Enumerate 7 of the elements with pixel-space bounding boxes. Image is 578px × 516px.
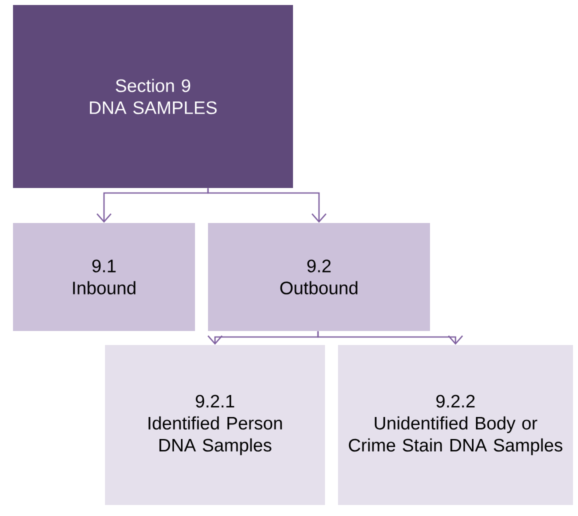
connector-arrow [317,331,463,345]
section-box: Section 9 DNA SAMPLES [13,5,293,188]
subsection-box: 9.1 Inbound [13,223,195,331]
subsection-box: 9.2 Outbound [208,223,430,331]
subsection-box: 9.2.1 Identified Person DNA Samples [105,345,325,505]
subsection-box: 9.2.2 Unidentified Body or Crime Stain DNA Samples [338,345,573,505]
connector-arrow [207,188,326,223]
